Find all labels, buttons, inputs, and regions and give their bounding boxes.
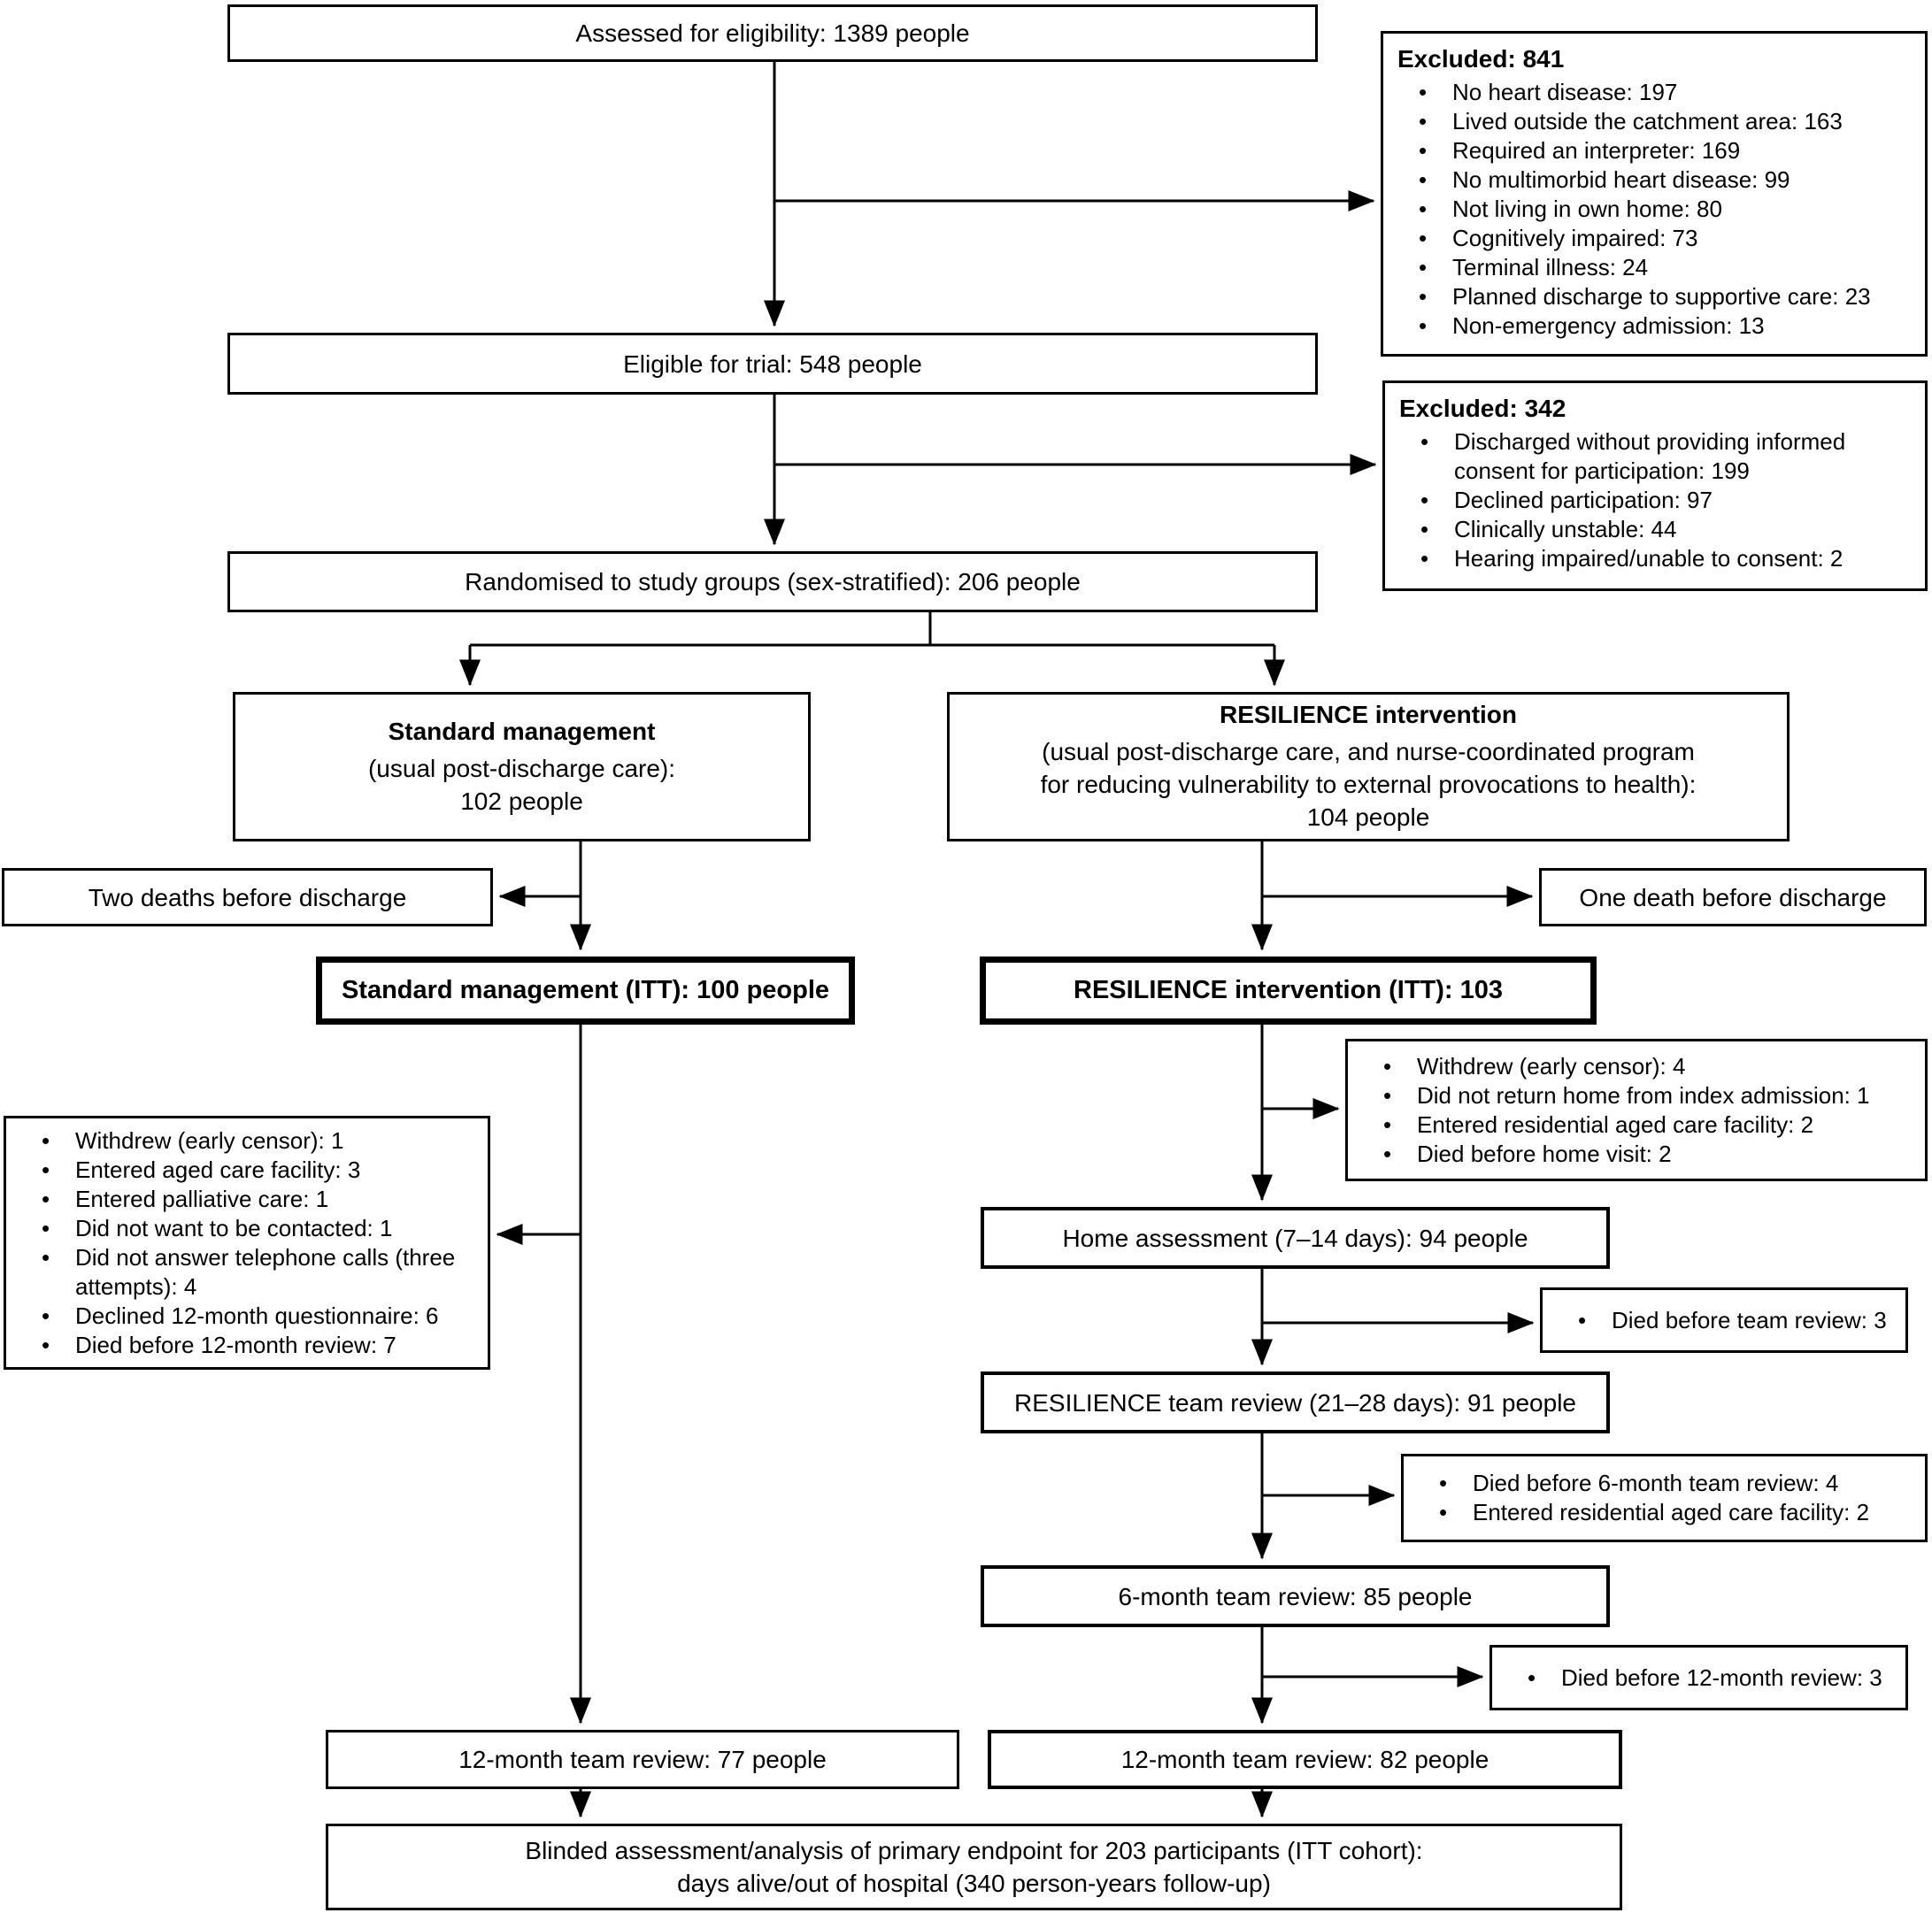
box-blinded-assessment: Blinded assessment/analysis of primary e… (326, 1824, 1622, 1910)
home-assessment-text: Home assessment (7–14 days): 94 people (1062, 1224, 1528, 1252)
box-resilience-team-review: RESILIENCE team review (21–28 days): 91 … (981, 1371, 1610, 1433)
died-before-team-review-list: Died before team review: 3 (1557, 1306, 1891, 1335)
list-item: Hearing impaired/unable to consent: 2 (1399, 544, 1911, 573)
standard-12month-text: 12-month team review: 77 people (458, 1746, 827, 1773)
list-item: Required an interpreter: 169 (1397, 136, 1911, 165)
resilience-12month-text: 12-month team review: 82 people (1120, 1746, 1489, 1773)
randomised-text: Randomised to study groups (sex-stratifi… (465, 568, 1081, 595)
list-item: Died before team review: 3 (1557, 1306, 1891, 1335)
box-assessed-for-eligibility: Assessed for eligibility: 1389 people (227, 4, 1318, 62)
team-review-text: RESILIENCE team review (21–28 days): 91 … (1014, 1388, 1576, 1417)
resilience-group-line3: 104 people (1306, 803, 1430, 831)
box-one-death-before-discharge: One death before discharge (1539, 868, 1927, 926)
box-two-deaths-before-discharge: Two deaths before discharge (2, 868, 493, 926)
resilience-group-line2: for reducing vulnerability to external p… (1040, 771, 1697, 798)
standard-group-line1: (usual post-discharge care): (367, 754, 676, 782)
list-item: Declined participation: 97 (1399, 486, 1911, 515)
box-randomised: Randomised to study groups (sex-stratifi… (227, 551, 1318, 612)
6month-review-text: 6-month team review: 85 people (1118, 1582, 1473, 1610)
box-resilience-early-losses: Withdrew (early censor): 4 Did not retur… (1345, 1039, 1928, 1181)
list-item: Withdrew (early censor): 1 (20, 1126, 473, 1156)
box-standard-losses: Withdrew (early censor): 1 Entered aged … (4, 1116, 490, 1370)
list-item: Died before 6-month team review: 4 (1418, 1469, 1911, 1498)
list-item: Died before 12-month review: 3 (1506, 1663, 1891, 1693)
list-item: No multimorbid heart disease: 99 (1397, 165, 1911, 195)
blinded-assessment-line1: Blinded assessment/analysis of primary e… (525, 1837, 1423, 1864)
list-item: Did not return home from index admission… (1362, 1081, 1911, 1110)
list-item: Lived outside the catchment area: 163 (1397, 107, 1911, 136)
box-home-assessment: Home assessment (7–14 days): 94 people (981, 1207, 1610, 1269)
box-died-before-12month: Died before 12-month review: 3 (1489, 1645, 1908, 1710)
list-item: Did not answer telephone calls (three at… (20, 1243, 473, 1302)
list-item: Withdrew (early censor): 4 (1362, 1052, 1911, 1081)
standard-losses-list: Withdrew (early censor): 1 Entered aged … (20, 1126, 473, 1360)
box-resilience-itt: RESILIENCE intervention (ITT): 103 (980, 956, 1597, 1025)
box-excluded-consent: Excluded: 342 Discharged without providi… (1382, 380, 1928, 591)
list-item: Entered residential aged care facility: … (1362, 1110, 1911, 1140)
assessed-text: Assessed for eligibility: 1389 people (575, 19, 970, 47)
box-excluded-initial: Excluded: 841 No heart disease: 197 Live… (1381, 31, 1928, 357)
list-item: Planned discharge to supportive care: 23 (1397, 282, 1911, 311)
list-item: Entered palliative care: 1 (20, 1185, 473, 1214)
box-standard-group: Standard management (usual post-discharg… (233, 692, 811, 841)
list-item: Declined 12-month questionnaire: 6 (20, 1302, 473, 1331)
list-item: Died before 12-month review: 7 (20, 1331, 473, 1360)
box-losses-before-6month: Died before 6-month team review: 4 Enter… (1401, 1454, 1928, 1542)
standard-group-line2: 102 people (460, 787, 583, 815)
list-item: Died before home visit: 2 (1362, 1140, 1911, 1169)
list-item: Clinically unstable: 44 (1399, 515, 1911, 544)
list-item: Discharged without providing informed co… (1399, 427, 1911, 486)
resilience-itt-text: RESILIENCE intervention (ITT): 103 (1074, 976, 1503, 1004)
box-resilience-12month-review: 12-month team review: 82 people (988, 1730, 1622, 1789)
list-item: Entered aged care facility: 3 (20, 1156, 473, 1185)
eligible-text: Eligible for trial: 548 people (623, 350, 922, 378)
excluded-initial-list: No heart disease: 197 Lived outside the … (1397, 78, 1911, 341)
one-death-text: One death before discharge (1579, 883, 1887, 911)
losses-before-6month-list: Died before 6-month team review: 4 Enter… (1418, 1469, 1911, 1527)
box-eligible-for-trial: Eligible for trial: 548 people (227, 333, 1318, 395)
box-resilience-group: RESILIENCE intervention (usual post-disc… (947, 692, 1790, 841)
standard-itt-text: Standard management (ITT): 100 people (341, 976, 830, 1004)
box-standard-itt: Standard management (ITT): 100 people (316, 956, 855, 1025)
resilience-group-title: RESILIENCE intervention (1219, 701, 1518, 728)
box-standard-12month-review: 12-month team review: 77 people (326, 1730, 959, 1789)
resilience-group-line1: (usual post-discharge care, and nurse-co… (1042, 738, 1695, 765)
list-item: No heart disease: 197 (1397, 78, 1911, 107)
blinded-assessment-line2: days alive/out of hospital (340 person-y… (677, 1870, 1271, 1897)
excluded-initial-title: Excluded: 841 (1397, 45, 1565, 73)
list-item: Not living in own home: 80 (1397, 195, 1911, 224)
resilience-early-losses-list: Withdrew (early censor): 4 Did not retur… (1362, 1052, 1911, 1169)
box-died-before-team-review: Died before team review: 3 (1540, 1287, 1908, 1353)
list-item: Entered residential aged care facility: … (1418, 1498, 1911, 1527)
two-deaths-text: Two deaths before discharge (88, 883, 407, 911)
excluded-consent-list: Discharged without providing informed co… (1399, 427, 1911, 573)
died-before-12month-list: Died before 12-month review: 3 (1506, 1663, 1891, 1693)
list-item: Cognitively impaired: 73 (1397, 224, 1911, 253)
standard-group-title: Standard management (388, 717, 656, 745)
box-6month-team-review: 6-month team review: 85 people (981, 1565, 1610, 1627)
list-item: Did not want to be contacted: 1 (20, 1214, 473, 1243)
list-item: Terminal illness: 24 (1397, 253, 1911, 282)
list-item: Non-emergency admission: 13 (1397, 311, 1911, 341)
excluded-consent-title: Excluded: 342 (1399, 395, 1566, 422)
